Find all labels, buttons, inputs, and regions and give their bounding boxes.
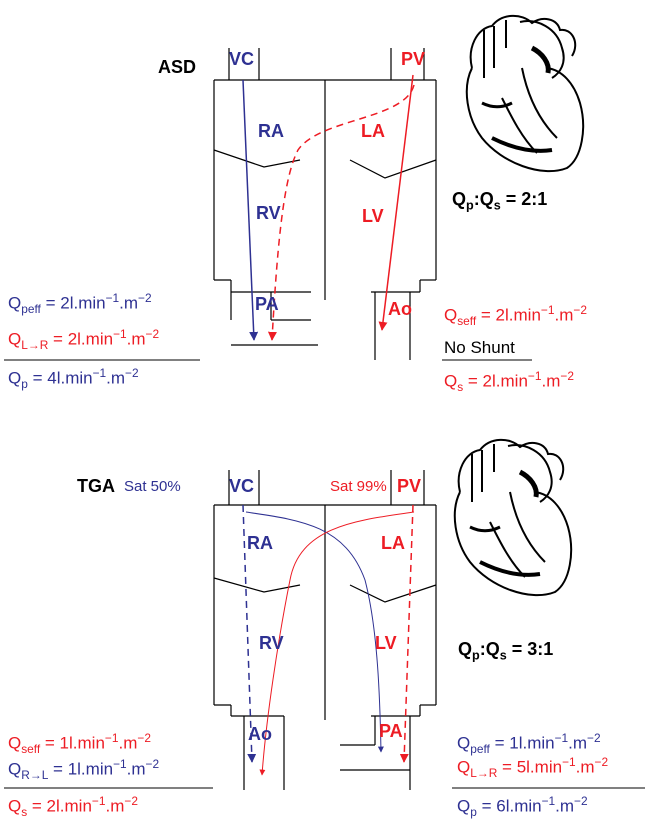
asd-pv-to-ao-arrow: [378, 74, 414, 331]
asd-ra-label: RA: [258, 121, 284, 141]
asd-flow-lines: [242, 74, 415, 341]
asd-qpeff-equation: Qpeff = 2l.min−1.m−2: [8, 291, 152, 317]
tga-sat-right-label: Sat 99%: [330, 478, 387, 495]
tga-pv-to-pa-arrow: [399, 504, 414, 763]
asd-qp-equation: Qp = 4l.min−1.m−2: [8, 366, 139, 392]
asd-title: ASD: [158, 57, 197, 77]
tga-red-crossing-line: [259, 511, 415, 776]
asd-lv-label: LV: [362, 206, 384, 226]
asd-la-label: LA: [361, 121, 385, 141]
asd-vc-to-pa-arrow: [242, 79, 259, 341]
tga-sat-left-label: Sat 50%: [124, 478, 181, 495]
asd-ao-label: Ao: [388, 299, 412, 319]
tga-pa-label: PA: [379, 721, 403, 741]
asd-qlr-equation: QL→R = 2l.min−1.m−2: [8, 327, 160, 353]
asd-qseff-equation: Qseff = 2l.min−1.m−2: [444, 303, 587, 329]
tga-flow-lines: [242, 504, 415, 776]
asd-rv-label: RV: [256, 203, 281, 223]
asd-no-shunt-label: No Shunt: [444, 338, 515, 357]
tga-qp-qs-ratio: Qp:Qs = 3:1: [458, 639, 554, 663]
heart-illustration-icon: [453, 438, 573, 597]
tga-title: TGA: [77, 476, 115, 496]
tga-qrl-equation: QR→L = 1l.min−1.m−2: [8, 757, 160, 783]
asd-shunt-arrow: [267, 84, 415, 341]
tga-qpeff-equation: Qpeff = 1l.min−1.m−2: [457, 731, 601, 757]
tga-qseff-equation: Qseff = 1l.min−1.m−2: [8, 731, 151, 757]
asd-qp-qs-ratio: Qp:Qs = 2:1: [452, 189, 548, 213]
tga-ra-label: RA: [247, 533, 273, 553]
asd-vc-label: VC: [229, 49, 255, 69]
tga-vc-to-ao-arrow: [242, 504, 257, 763]
asd-pa-label: PA: [255, 294, 279, 314]
tga-heart-box: [213, 470, 437, 790]
tga-vc-label: VC: [229, 476, 255, 496]
tga-qs-equation: Qs = 2l.min−1.m−2: [8, 794, 138, 820]
tga-la-label: LA: [381, 533, 405, 553]
tga-qp-equation: Qp = 6l.min−1.m−2: [457, 794, 588, 820]
tga-lv-label: LV: [375, 633, 397, 653]
asd-qs-equation: Qs = 2l.min−1.m−2: [444, 369, 574, 395]
asd-heart-box: [213, 48, 437, 360]
tga-qlr-equation: QL→R = 5l.min−1.m−2: [457, 755, 609, 781]
tga-ao-label: Ao: [248, 724, 272, 744]
tga-pv-label: PV: [397, 476, 422, 496]
tga-blue-crossing-line: [245, 511, 384, 753]
tga-rv-label: RV: [259, 633, 284, 653]
heart-illustration-icon: [465, 14, 585, 173]
asd-pv-label: PV: [401, 49, 426, 69]
